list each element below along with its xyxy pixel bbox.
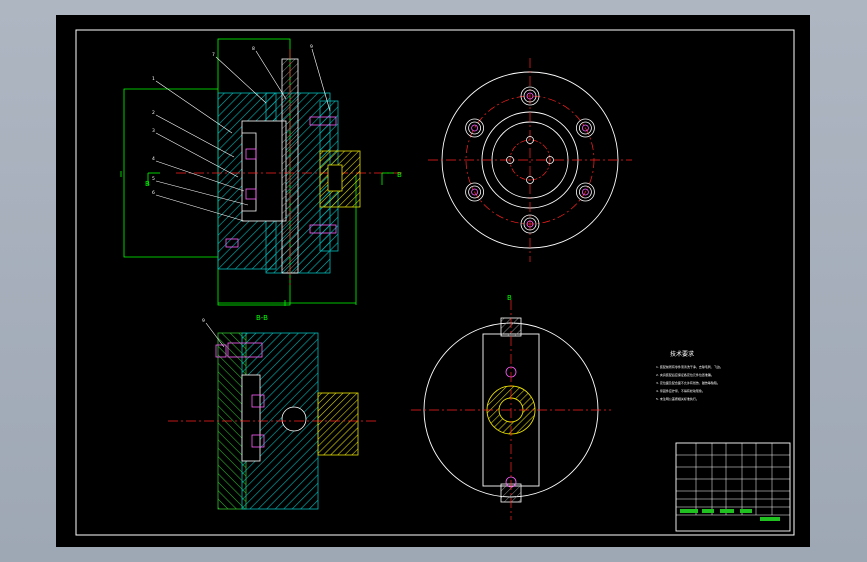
bolt-bottom	[309, 224, 337, 234]
bolt-hole	[582, 188, 589, 196]
section-mark-left: B	[145, 180, 150, 188]
flange-top-view	[428, 58, 632, 262]
bolt-hole	[471, 124, 478, 132]
bolt-hole	[523, 89, 537, 103]
bolt-hole	[468, 185, 481, 199]
bolt-hole	[526, 92, 534, 100]
bb-small-parts-a	[251, 394, 265, 408]
screw-left-a	[245, 148, 257, 160]
note-line-2: 2. 夹具装配后应保证各定位元件位置准确。	[656, 372, 714, 377]
bolt-hole	[465, 118, 484, 138]
screw-left-b	[245, 188, 257, 200]
title-block-signature-mark	[720, 509, 734, 513]
side-view-label-b: B	[507, 294, 512, 302]
screw-left-c	[225, 238, 239, 248]
dimension-box-left	[123, 88, 218, 258]
bb-nut-yellow	[317, 392, 359, 456]
title-block-signature-mark	[740, 509, 752, 513]
bolt-hole	[579, 185, 592, 199]
bb-bore	[281, 406, 307, 432]
note-line-1: 1. 装配前所有零件须清洗干净，去除毛刺、飞边。	[656, 364, 723, 369]
note-line-4: 4. 紧固件应拧紧，不得有松动现象。	[656, 388, 705, 393]
hub-hole	[526, 176, 534, 184]
title-block	[675, 442, 791, 532]
bolt-hole	[471, 188, 478, 196]
bolt-hole	[468, 121, 481, 135]
hub-hole	[506, 156, 514, 164]
note-line-3: 3. 定位面及配合面不允许有划伤、碰伤等缺陷。	[656, 380, 720, 385]
technical-notes: 技术要求 1. 装配前所有零件须清洗干净，去除毛刺、飞边。 2. 夹具装配后应保…	[656, 350, 723, 401]
leader-number-1: 1	[152, 76, 155, 82]
bolt-hole	[523, 217, 537, 231]
cavity	[241, 120, 287, 222]
leader-number-9: 9	[310, 44, 313, 50]
bolt-hole	[526, 220, 534, 228]
leader-number-5: 5	[152, 176, 155, 182]
bolt-hole	[520, 86, 540, 106]
note-line-5: 5. 未注明公差按相关标准执行。	[656, 396, 699, 401]
bolt-hole	[582, 124, 589, 132]
section-mark-right: B	[397, 171, 402, 179]
bolt-hole	[579, 121, 592, 135]
leader-number-2: 2	[152, 110, 155, 116]
section-b-b-view: B-B 9	[168, 314, 378, 510]
drawing-border-frame	[75, 29, 795, 536]
bb-screw-head	[227, 342, 263, 358]
title-block-signature-mark	[702, 509, 714, 513]
bb-small-parts-b	[251, 434, 265, 448]
locating-step	[242, 132, 257, 212]
bolt-hole	[576, 118, 595, 138]
leader-number-4: 4	[152, 156, 155, 162]
bolt-hole	[465, 182, 484, 202]
title-block-signature-mark	[760, 517, 780, 521]
bolt-top	[309, 116, 337, 126]
bb-leader-number: 9	[202, 318, 205, 324]
leader-number-7: 7	[212, 52, 215, 58]
nut-inner	[327, 164, 343, 192]
front-section-view: 1 2 3 4 5 6 7 8 9 B B	[120, 38, 402, 306]
bolt-hole	[520, 214, 540, 234]
bb-cavity	[241, 374, 261, 462]
leader-number-6: 6	[152, 190, 155, 196]
drawing-canvas[interactable]: 1 2 3 4 5 6 7 8 9 B B	[56, 15, 810, 547]
drawing-sheet: 1 2 3 4 5 6 7 8 9 B B	[75, 29, 795, 536]
flange-bolt-holes	[465, 86, 595, 234]
leader-number-8: 8	[252, 46, 255, 52]
notes-title: 技术要求	[670, 350, 694, 358]
title-block-signature-mark	[680, 509, 698, 513]
clamp-side-view: B	[411, 294, 611, 520]
bb-screw-marker	[215, 344, 227, 358]
leader-number-3: 3	[152, 128, 155, 134]
hub-hole	[546, 156, 554, 164]
hub-small-holes	[506, 136, 554, 184]
hub-hole	[526, 136, 534, 144]
bolt-hole	[576, 182, 595, 202]
view-label-b-b: B-B	[256, 314, 268, 322]
bb-leader	[205, 322, 225, 348]
